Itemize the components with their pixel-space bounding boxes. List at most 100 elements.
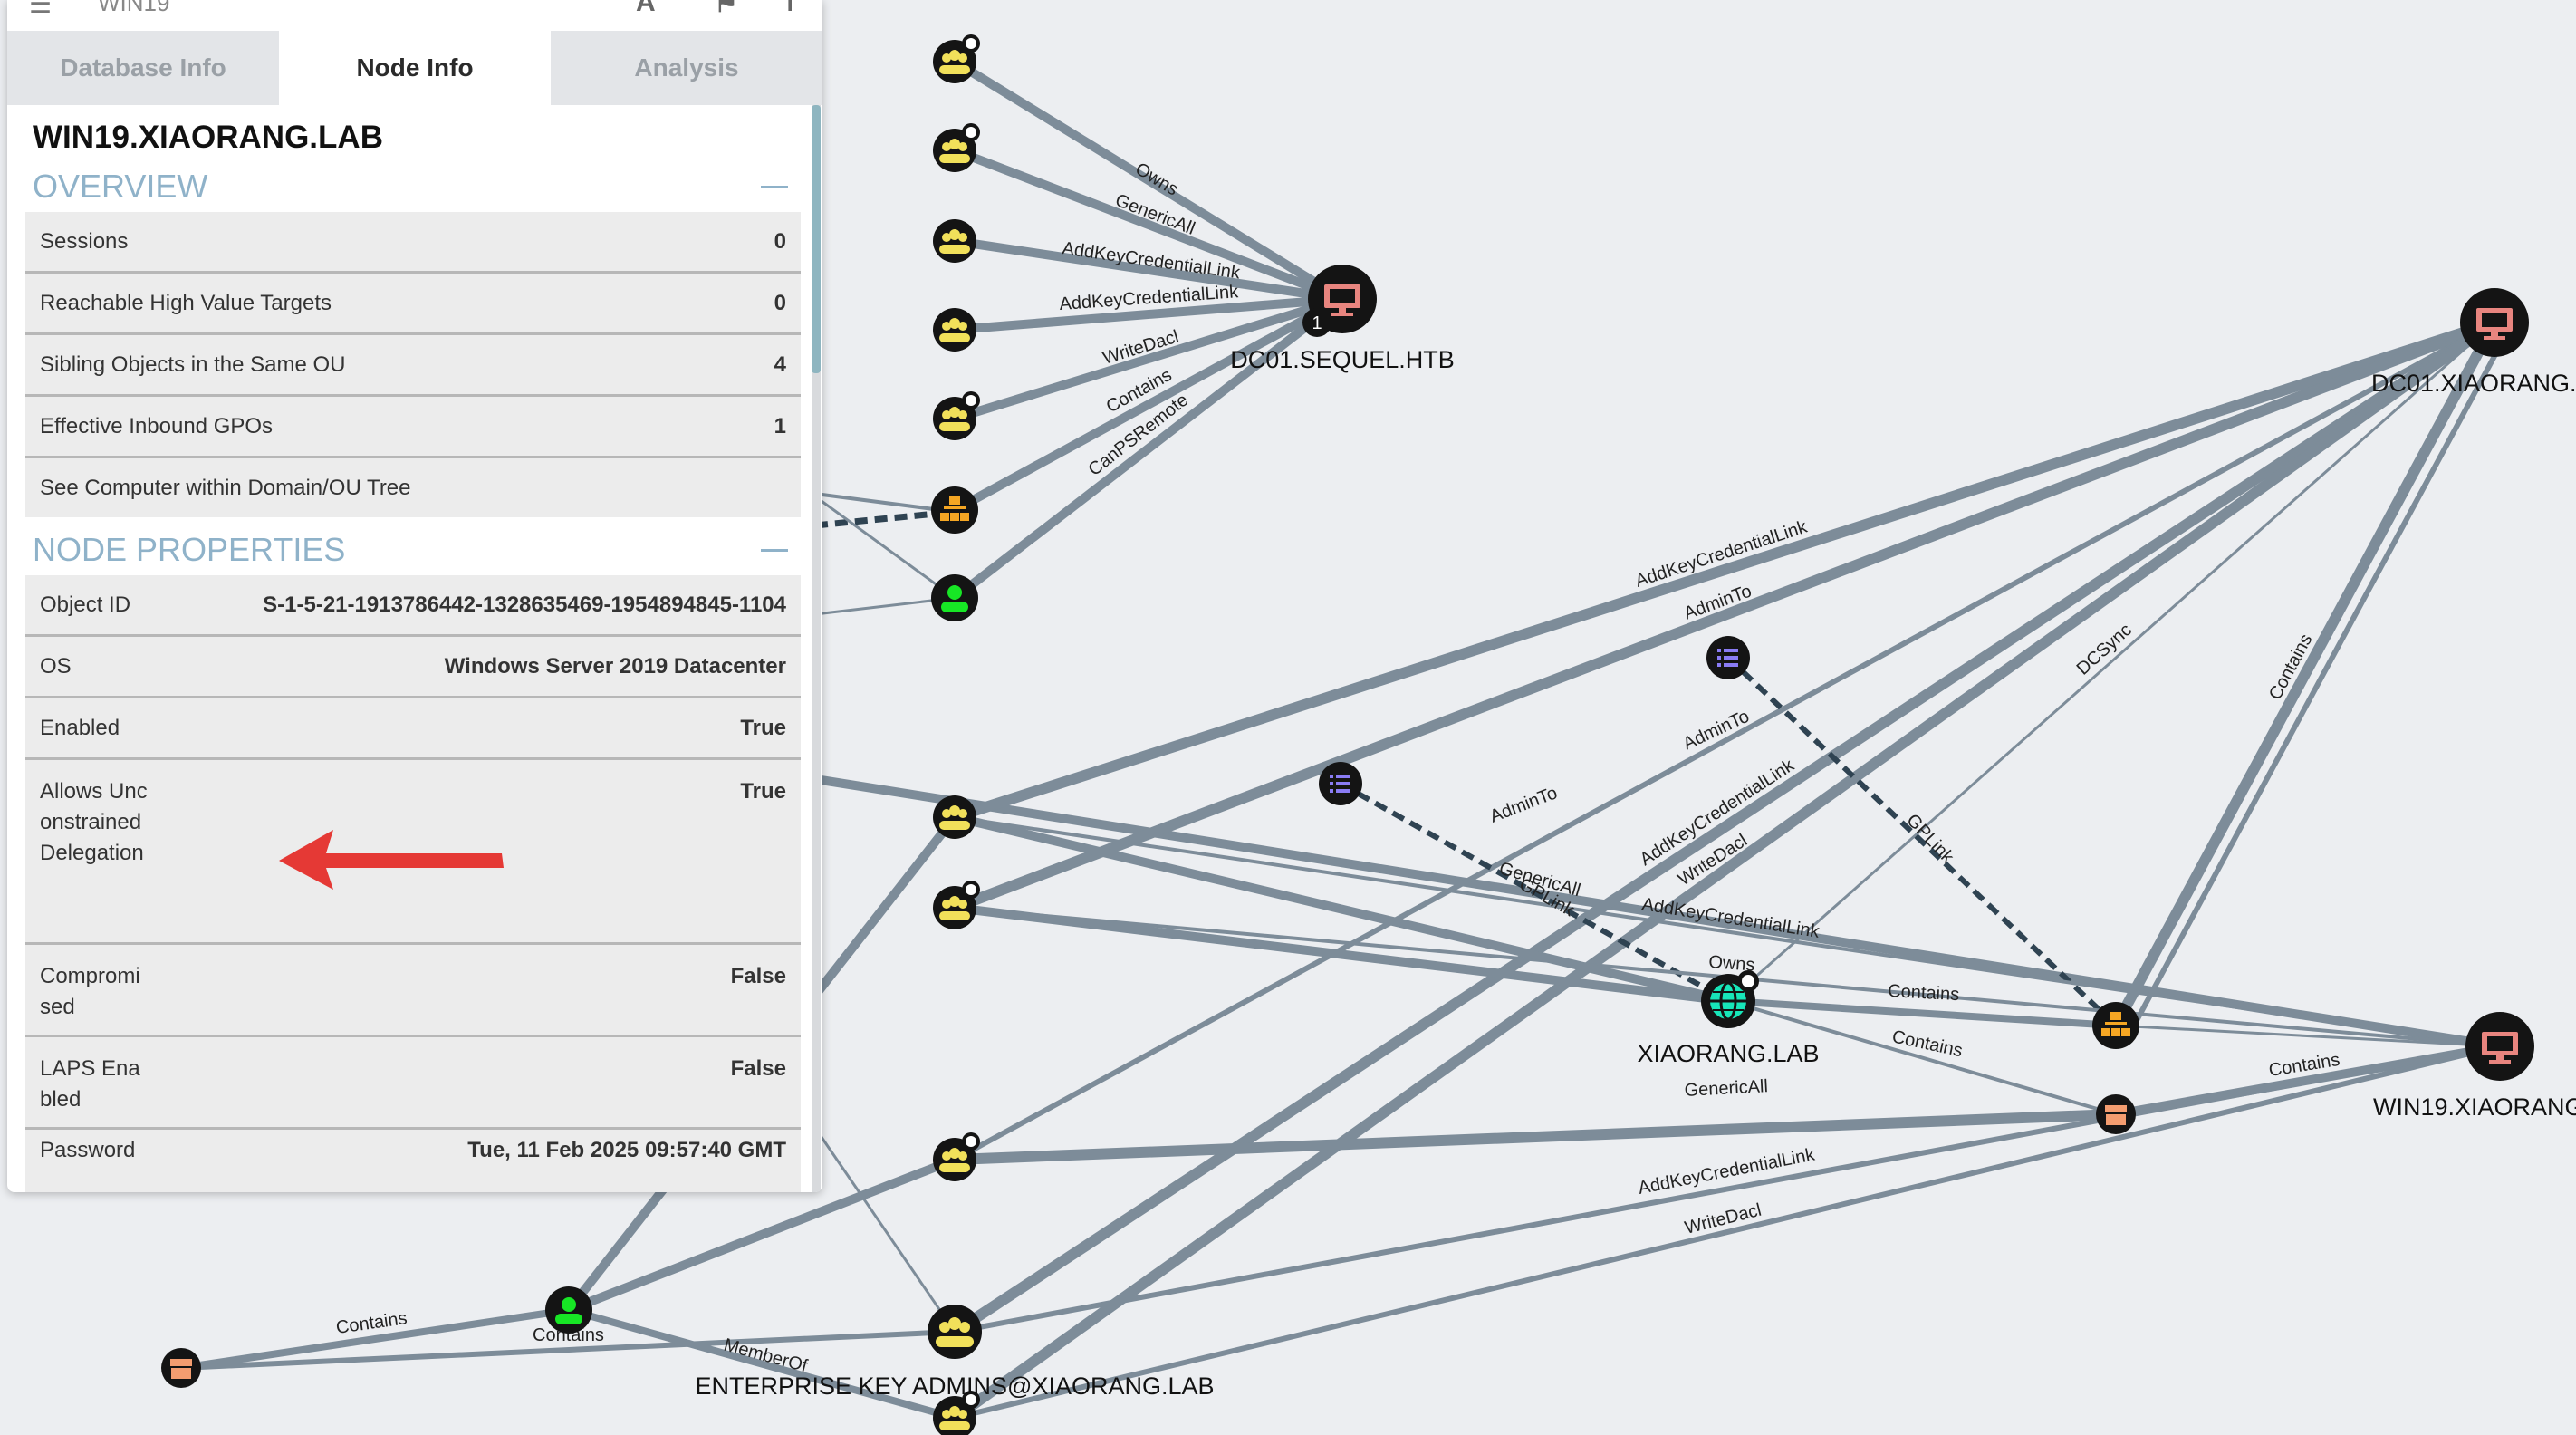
domain-tree-link[interactable]: See Computer within Domain/OU Tree	[25, 458, 801, 517]
group-node[interactable]	[933, 219, 976, 263]
row-label: Effective Inbound GPOs	[40, 414, 274, 438]
search-bar[interactable]: ☰ WIN19 A ⚑ ǀ	[7, 0, 822, 18]
group-node[interactable]	[933, 34, 980, 83]
gpo-node[interactable]	[1706, 636, 1750, 679]
computer-node[interactable]	[2465, 1012, 2534, 1081]
collapse-icon[interactable]	[761, 185, 788, 188]
star-badge-icon	[962, 123, 980, 141]
group-node[interactable]	[933, 123, 980, 172]
group-node[interactable]	[933, 308, 976, 352]
node-label: XIAORANG.LAB	[1637, 1040, 1819, 1067]
row-label: LAPS Enabled	[40, 1056, 140, 1112]
ou-node[interactable]	[931, 486, 978, 534]
red-arrow-annotation	[279, 830, 504, 890]
gpo-node[interactable]	[1319, 762, 1362, 805]
graph-edge	[954, 1044, 2501, 1421]
tab-node-info[interactable]: Node Info	[279, 31, 551, 105]
pathfinding-icon[interactable]: A	[636, 0, 656, 17]
graph-edge	[952, 317, 2497, 913]
graph-edge	[954, 294, 1343, 334]
graph-edge	[954, 1044, 2501, 1334]
group-node[interactable]	[928, 1305, 982, 1359]
overview-row[interactable]: Effective Inbound GPOs 1	[25, 397, 801, 458]
overview-row[interactable]: Sibling Objects in the Same OU 4	[25, 335, 801, 397]
row-label: Enabled	[40, 716, 120, 740]
monitor-icon	[1324, 284, 1360, 316]
graph-nodes: 1 DC01.SEQUEL.HTB DC01.XIAORANG.L WIN19.…	[161, 34, 2576, 1435]
overview-header[interactable]: OVERVIEW	[25, 161, 801, 212]
graph-edge	[814, 495, 956, 600]
panel-tabs: Database Info Node Info Analysis	[7, 31, 822, 105]
row-value: 1	[774, 414, 786, 438]
row-label: Reachable High Value Targets	[40, 291, 332, 315]
group-node[interactable]	[933, 1391, 980, 1435]
row-value: 4	[774, 352, 786, 377]
edge-label: Owns	[1131, 159, 1181, 199]
scrollbar-thumb[interactable]	[812, 105, 821, 373]
edge-label: AddKeyCredentialLink	[1640, 894, 1821, 942]
graph-edge	[1727, 321, 2495, 1003]
node-title: WIN19.XIAORANG.LAB	[33, 120, 383, 155]
row-value: Windows Server 2019 Datacenter	[444, 654, 786, 679]
graph-edge	[954, 903, 1729, 1006]
node-properties-heading: NODE PROPERTIES	[33, 531, 346, 568]
row-value: False	[730, 964, 786, 988]
scrollbar-track[interactable]	[812, 105, 821, 1192]
monitor-icon	[2482, 1032, 2518, 1064]
node-label: ENTERPRISE KEY ADMINS@XIAORANG.LAB	[695, 1372, 1214, 1400]
edge-label: Contains	[533, 1325, 604, 1345]
row-value: True	[740, 716, 786, 740]
tab-analysis[interactable]: Analysis	[551, 31, 822, 105]
star-badge-icon	[962, 1391, 980, 1409]
tab-database-info[interactable]: Database Info	[7, 31, 279, 105]
graph-edge	[567, 1155, 956, 1315]
row-label: See Computer within Domain/OU Tree	[40, 476, 411, 500]
row-label: Password	[40, 1138, 136, 1162]
user-node[interactable]	[931, 574, 978, 621]
group-node[interactable]	[933, 795, 976, 839]
node-label: DC01.XIAORANG.L	[2371, 370, 2576, 397]
computer-node[interactable]	[2460, 288, 2529, 357]
container-node[interactable]	[161, 1348, 201, 1388]
overview-heading: OVERVIEW	[33, 168, 208, 205]
container-node[interactable]	[2096, 1094, 2136, 1134]
node-properties-header[interactable]: NODE PROPERTIES	[25, 525, 801, 575]
graph-edge	[954, 815, 2501, 1048]
edge-label: AddKeyCredentialLink	[1061, 238, 1242, 283]
filter-icon[interactable]: ǀ	[786, 0, 794, 17]
node-label: DC01.SEQUEL.HTB	[1230, 346, 1455, 373]
graph-edge	[953, 320, 2496, 1162]
search-input[interactable]: WIN19	[98, 0, 170, 16]
graph-edge	[1727, 999, 2117, 1116]
domain-node[interactable]	[1701, 970, 1759, 1028]
flag-icon[interactable]: ⚑	[714, 0, 738, 18]
user-node[interactable]	[545, 1286, 592, 1334]
group-node[interactable]	[933, 881, 980, 929]
collapse-icon[interactable]	[761, 548, 788, 552]
graph-edge	[813, 1127, 956, 1333]
group-node[interactable]	[933, 391, 980, 440]
row-label: Allows Unconstrained Delegation	[40, 779, 148, 865]
property-row[interactable]: Enabled True	[25, 698, 801, 760]
hamburger-menu-icon[interactable]: ☰	[29, 0, 53, 18]
graph-edge	[952, 57, 1345, 303]
computer-node[interactable]: 1	[1302, 265, 1377, 337]
row-value: S-1-5-21-1913786442-1328635469-195489484…	[263, 592, 786, 617]
graph-edge	[180, 1306, 570, 1372]
graph-edge	[953, 317, 2496, 823]
row-label: Sibling Objects in the Same OU	[40, 352, 346, 377]
node-badge: 1	[1302, 308, 1331, 337]
edge-label: GenericAll	[1684, 1076, 1768, 1101]
group-node[interactable]	[933, 1132, 980, 1181]
graph-edge	[2110, 320, 2500, 1028]
ou-node[interactable]	[2092, 1002, 2139, 1049]
